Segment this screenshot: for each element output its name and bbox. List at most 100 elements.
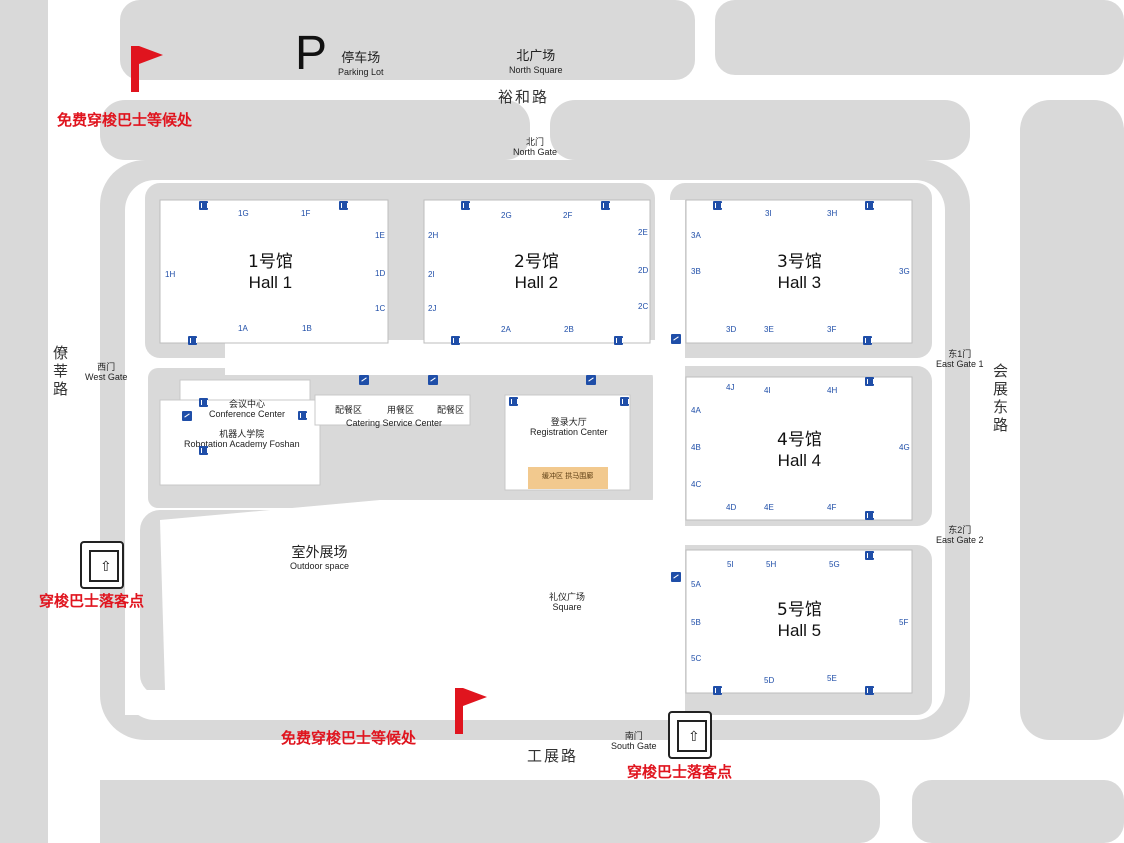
catering-zone-3: 配餐区 xyxy=(437,405,465,415)
entrance-1e: 1E xyxy=(375,231,385,240)
entrance-5f: 5F xyxy=(899,618,909,627)
toilet-icon xyxy=(601,201,610,210)
shuttle-waiting-south[interactable]: 免费穿梭巴士等候处 xyxy=(281,729,417,747)
toilet-icon xyxy=(199,446,208,455)
escalator-icon xyxy=(182,411,192,421)
shuttle-dropoff-west[interactable]: 穿梭巴士落客点 xyxy=(39,592,145,610)
conference-center-label[interactable]: 会议中心 Conference Center xyxy=(209,399,286,420)
entrance-1a: 1A xyxy=(238,324,248,333)
toilet-icon xyxy=(863,336,872,345)
entrance-3d: 3D xyxy=(726,325,737,334)
entrance-2h: 2H xyxy=(428,231,439,240)
entrance-5d: 5D xyxy=(764,676,775,685)
toilet-icon xyxy=(339,201,348,210)
escalator-icon xyxy=(428,375,438,385)
toilet-icon xyxy=(865,201,874,210)
toilet-icon xyxy=(298,411,307,420)
catering-center-label[interactable]: Catering Service Center xyxy=(346,418,443,428)
road-east-label: 会展东路 xyxy=(993,362,1011,434)
entrance-4c: 4C xyxy=(691,480,702,489)
north-square-label: 北广场 North Square xyxy=(509,49,563,75)
entrance-4j: 4J xyxy=(726,383,735,392)
outdoor-space-label[interactable]: 室外展场 Outdoor space xyxy=(290,545,350,572)
entrance-2i: 2I xyxy=(428,270,435,279)
entrance-5a: 5A xyxy=(691,580,701,589)
entrance-2a: 2A xyxy=(501,325,511,334)
entrance-2g: 2G xyxy=(501,211,512,220)
entrance-1g: 1G xyxy=(238,209,249,218)
entrance-5e: 5E xyxy=(827,674,837,683)
flag-icon xyxy=(131,46,163,92)
entrance-3e: 3E xyxy=(764,325,774,334)
entrance-3b: 3B xyxy=(691,267,701,276)
shuttle-dropoff-south[interactable]: 穿梭巴士落客点 xyxy=(627,763,733,781)
toilet-icon xyxy=(865,377,874,386)
entrance-4a: 4A xyxy=(691,406,701,415)
entrance-4i: 4I xyxy=(764,386,771,395)
road-south-label: 工展路 xyxy=(527,747,579,765)
bus-dropoff-icon: ⇧ xyxy=(668,711,712,759)
entrance-1f: 1F xyxy=(301,209,311,218)
entrance-1h: 1H xyxy=(165,270,176,279)
entrance-5b: 5B xyxy=(691,618,701,627)
catering-zone-2: 用餐区 xyxy=(387,405,415,415)
square-label: 礼仪广场 Square xyxy=(549,592,586,613)
entrance-5h: 5H xyxy=(766,560,777,569)
entrance-2c: 2C xyxy=(638,302,649,311)
registration-center-label[interactable]: 登录大厅 Registration Center xyxy=(530,417,608,438)
entrance-3h: 3H xyxy=(827,209,838,218)
toilet-icon xyxy=(865,551,874,560)
entrance-2j: 2J xyxy=(428,304,437,313)
toilet-icon xyxy=(713,201,722,210)
toilet-icon xyxy=(713,686,722,695)
parking-icon: P xyxy=(295,27,328,80)
parking-label: 停车场 Parking Lot xyxy=(338,51,384,77)
entrance-4f: 4F xyxy=(827,503,837,512)
entrance-1d: 1D xyxy=(375,269,386,278)
entrance-2d: 2D xyxy=(638,266,649,275)
toilet-icon xyxy=(461,201,470,210)
escalator-icon xyxy=(671,334,681,344)
entrance-4b: 4B xyxy=(691,443,701,452)
escalator-icon xyxy=(586,375,596,385)
entrance-5c: 5C xyxy=(691,654,702,663)
entrance-1c: 1C xyxy=(375,304,386,313)
toilet-icon xyxy=(509,397,518,406)
toilet-icon xyxy=(199,201,208,210)
entrance-3g: 3G xyxy=(899,267,910,276)
toilet-icon xyxy=(199,398,208,407)
toilet-icon xyxy=(865,511,874,520)
entrance-4g: 4G xyxy=(899,443,910,452)
road-north-label: 裕和路 xyxy=(498,88,550,106)
toilet-icon xyxy=(188,336,197,345)
toilet-icon xyxy=(620,397,629,406)
entrance-4h: 4H xyxy=(827,386,838,395)
robot-academy-label[interactable]: 机器人学院 Robotation Academy Foshan xyxy=(184,429,300,450)
toilet-icon xyxy=(865,686,874,695)
catering-zone-1: 配餐区 xyxy=(335,405,363,415)
entrance-2e: 2E xyxy=(638,228,648,237)
entrance-3i: 3I xyxy=(765,209,772,218)
escalator-icon xyxy=(671,572,681,582)
toilet-icon xyxy=(614,336,623,345)
toilet-icon xyxy=(451,336,460,345)
entrance-5g: 5G xyxy=(829,560,840,569)
shuttle-waiting-north[interactable]: 免费穿梭巴士等候处 xyxy=(57,111,193,129)
entrance-5i: 5I xyxy=(727,560,734,569)
flag-icon xyxy=(455,688,487,734)
entrance-1b: 1B xyxy=(302,324,312,333)
entrance-3f: 3F xyxy=(827,325,837,334)
entrance-3a: 3A xyxy=(691,231,701,240)
